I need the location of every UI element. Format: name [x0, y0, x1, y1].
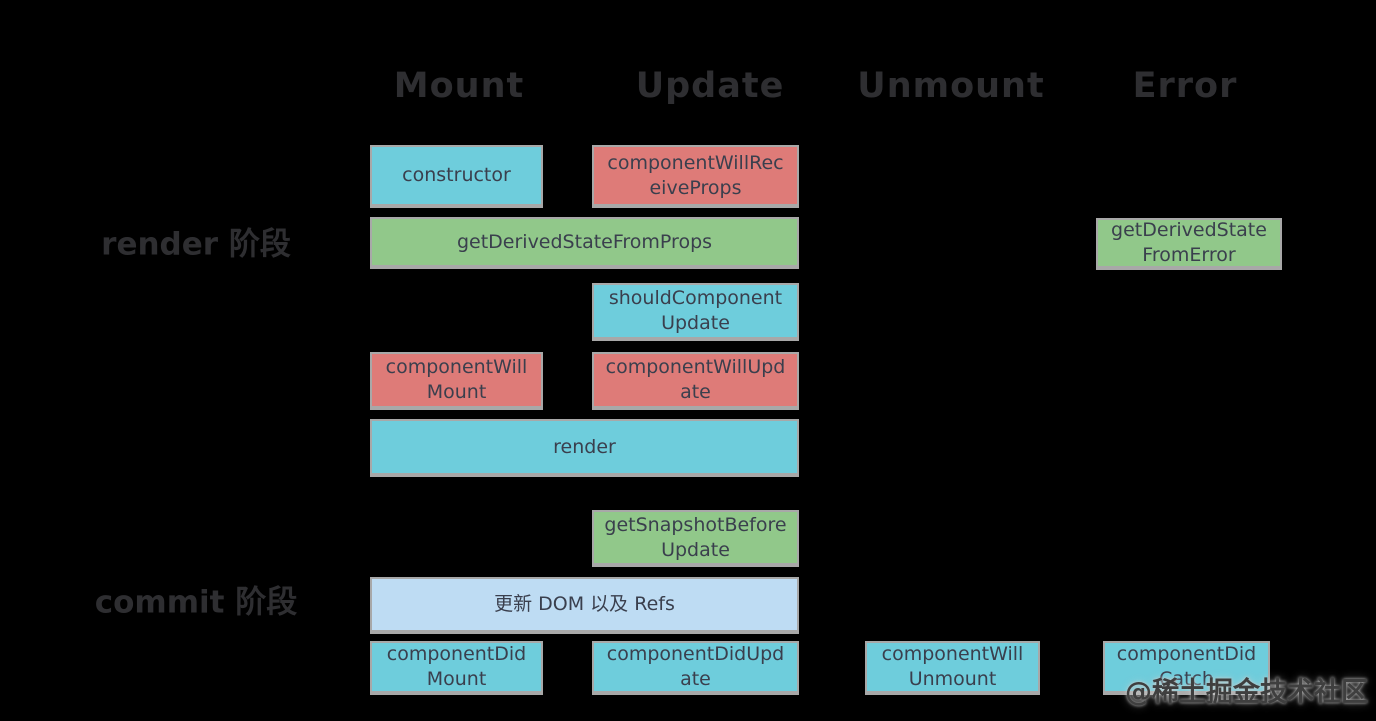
box-component-did-catch: componentDidCatch: [1103, 641, 1270, 695]
box-component-will-mount: componentWillMount: [370, 352, 543, 410]
row-label-commit-phase: commit 阶段: [94, 584, 298, 621]
box-component-will-unmount: componentWillUnmount: [865, 641, 1040, 695]
column-header-unmount: Unmount: [857, 66, 1045, 106]
box-get-derived-state-from-error: getDerivedStateFromError: [1096, 218, 1282, 270]
column-header-error: Error: [1132, 66, 1238, 106]
box-should-component-update: shouldComponentUpdate: [592, 283, 799, 341]
box-component-will-update: componentWillUpdate: [592, 352, 799, 410]
box-component-did-mount: componentDidMount: [370, 641, 543, 695]
box-component-did-update: componentDidUpdate: [592, 641, 799, 695]
box-update-dom-and-refs: 更新 DOM 以及 Refs: [370, 577, 799, 634]
row-label-render-phase: render 阶段: [101, 226, 291, 263]
box-component-will-receive-props: componentWillReceiveProps: [592, 145, 799, 208]
box-get-snapshot-before-update: getSnapshotBeforeUpdate: [592, 510, 799, 567]
column-header-update: Update: [635, 66, 785, 106]
box-get-derived-state-from-props: getDerivedStateFromProps: [370, 217, 799, 269]
box-constructor: constructor: [370, 145, 543, 208]
box-render: render: [370, 419, 799, 477]
watermark: @稀土掘金技术社区: [1125, 677, 1368, 708]
column-header-mount: Mount: [393, 66, 525, 106]
